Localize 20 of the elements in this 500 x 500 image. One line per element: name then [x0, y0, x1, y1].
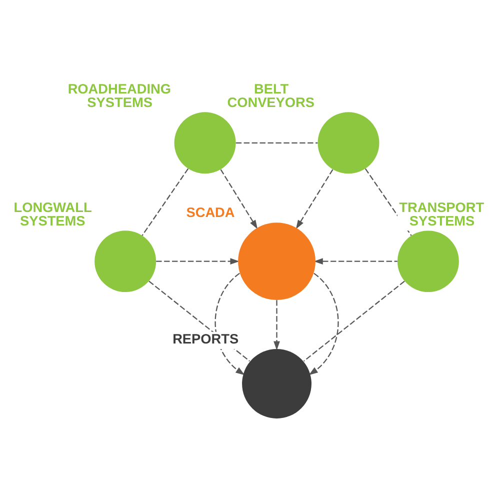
node-circle: [238, 222, 316, 300]
connector: [364, 168, 412, 236]
node-label: SCADA: [186, 204, 235, 220]
node-label: BELT CONVEYORS: [227, 80, 314, 110]
node-label: ROADHEADING SYSTEMS: [68, 80, 172, 110]
arrow: [314, 258, 398, 264]
node-label: LONGWALL SYSTEMS: [14, 199, 92, 228]
connector: [148, 280, 250, 362]
connector: [236, 142, 318, 143]
arrow: [308, 272, 339, 375]
connector: [303, 280, 405, 362]
arrow: [296, 168, 334, 229]
arrow: [274, 300, 280, 350]
connector: [142, 168, 189, 236]
node-circle: [174, 112, 236, 174]
arrow: [220, 168, 258, 229]
arrow: [214, 272, 245, 375]
node-circle: [94, 230, 156, 292]
arrow: [156, 258, 240, 264]
node-circle: [318, 112, 380, 174]
